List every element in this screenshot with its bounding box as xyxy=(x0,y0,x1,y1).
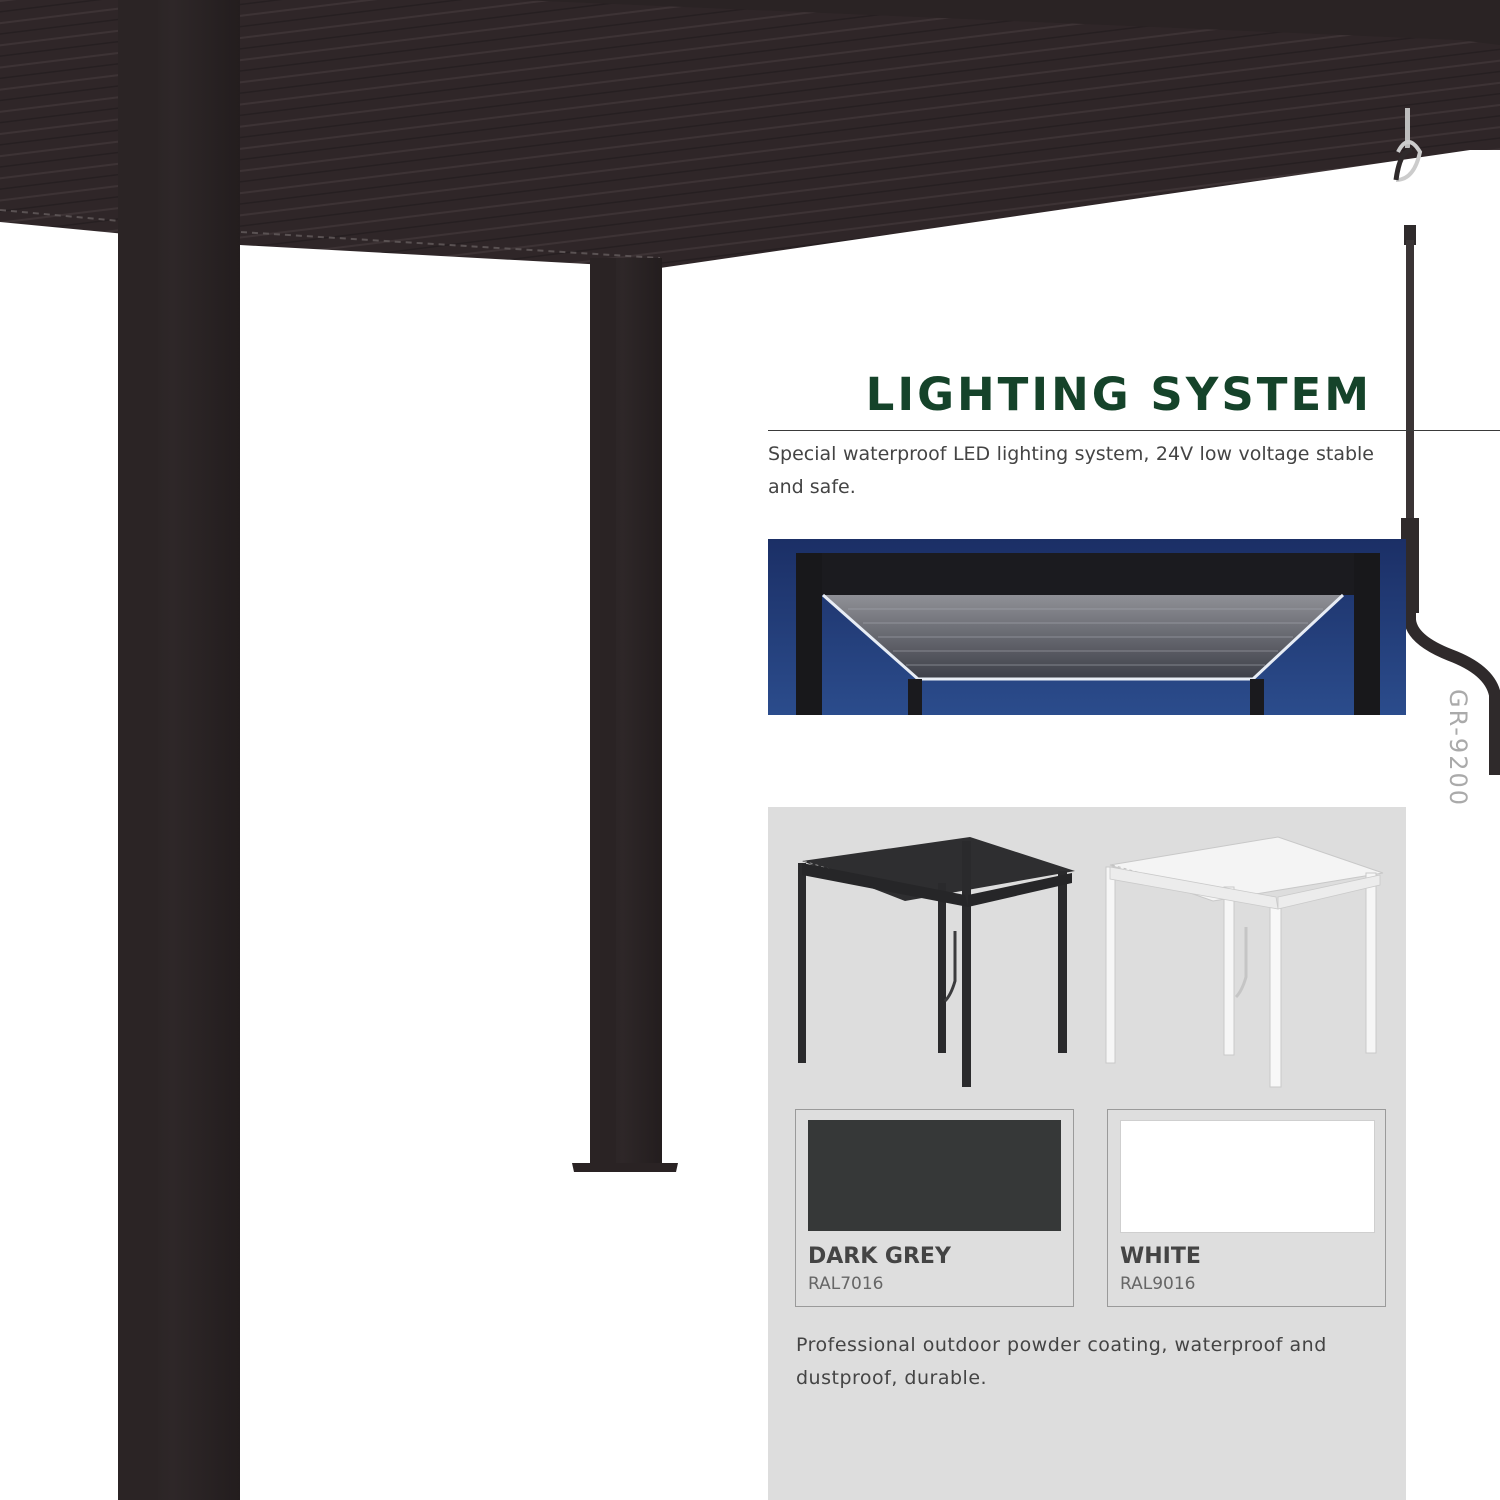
led-lighting-photo xyxy=(768,539,1406,715)
ral-code: RAL9016 xyxy=(1120,1274,1196,1294)
white-swatch xyxy=(1120,1120,1375,1233)
color-option-dark-grey: DARK GREY RAL7016 xyxy=(795,1109,1074,1307)
section-title: LIGHTING SYSTEM xyxy=(865,368,1372,421)
dark-grey-pergola-image xyxy=(798,837,1075,1087)
coating-description: Professional outdoor powder coating, wat… xyxy=(796,1334,1327,1389)
model-code-text: GR-9200 xyxy=(1444,688,1472,808)
color-option-white: WHITE RAL9016 xyxy=(1107,1109,1386,1307)
crank-handle-icon xyxy=(1393,108,1500,775)
model-code-vertical: GR-9200 xyxy=(1432,688,1484,812)
white-pergola-image xyxy=(1105,836,1384,1088)
ral-code: RAL7016 xyxy=(808,1274,884,1294)
lighting-description: Special waterproof LED lighting system, … xyxy=(768,443,1374,498)
color-options-panel: DARK GREY RAL7016 WHITE RAL9016 Professi… xyxy=(768,807,1406,1500)
color-name: DARK GREY xyxy=(808,1244,951,1269)
dark-grey-swatch xyxy=(808,1120,1061,1231)
color-name: WHITE xyxy=(1120,1244,1201,1269)
title-divider xyxy=(768,430,1500,431)
